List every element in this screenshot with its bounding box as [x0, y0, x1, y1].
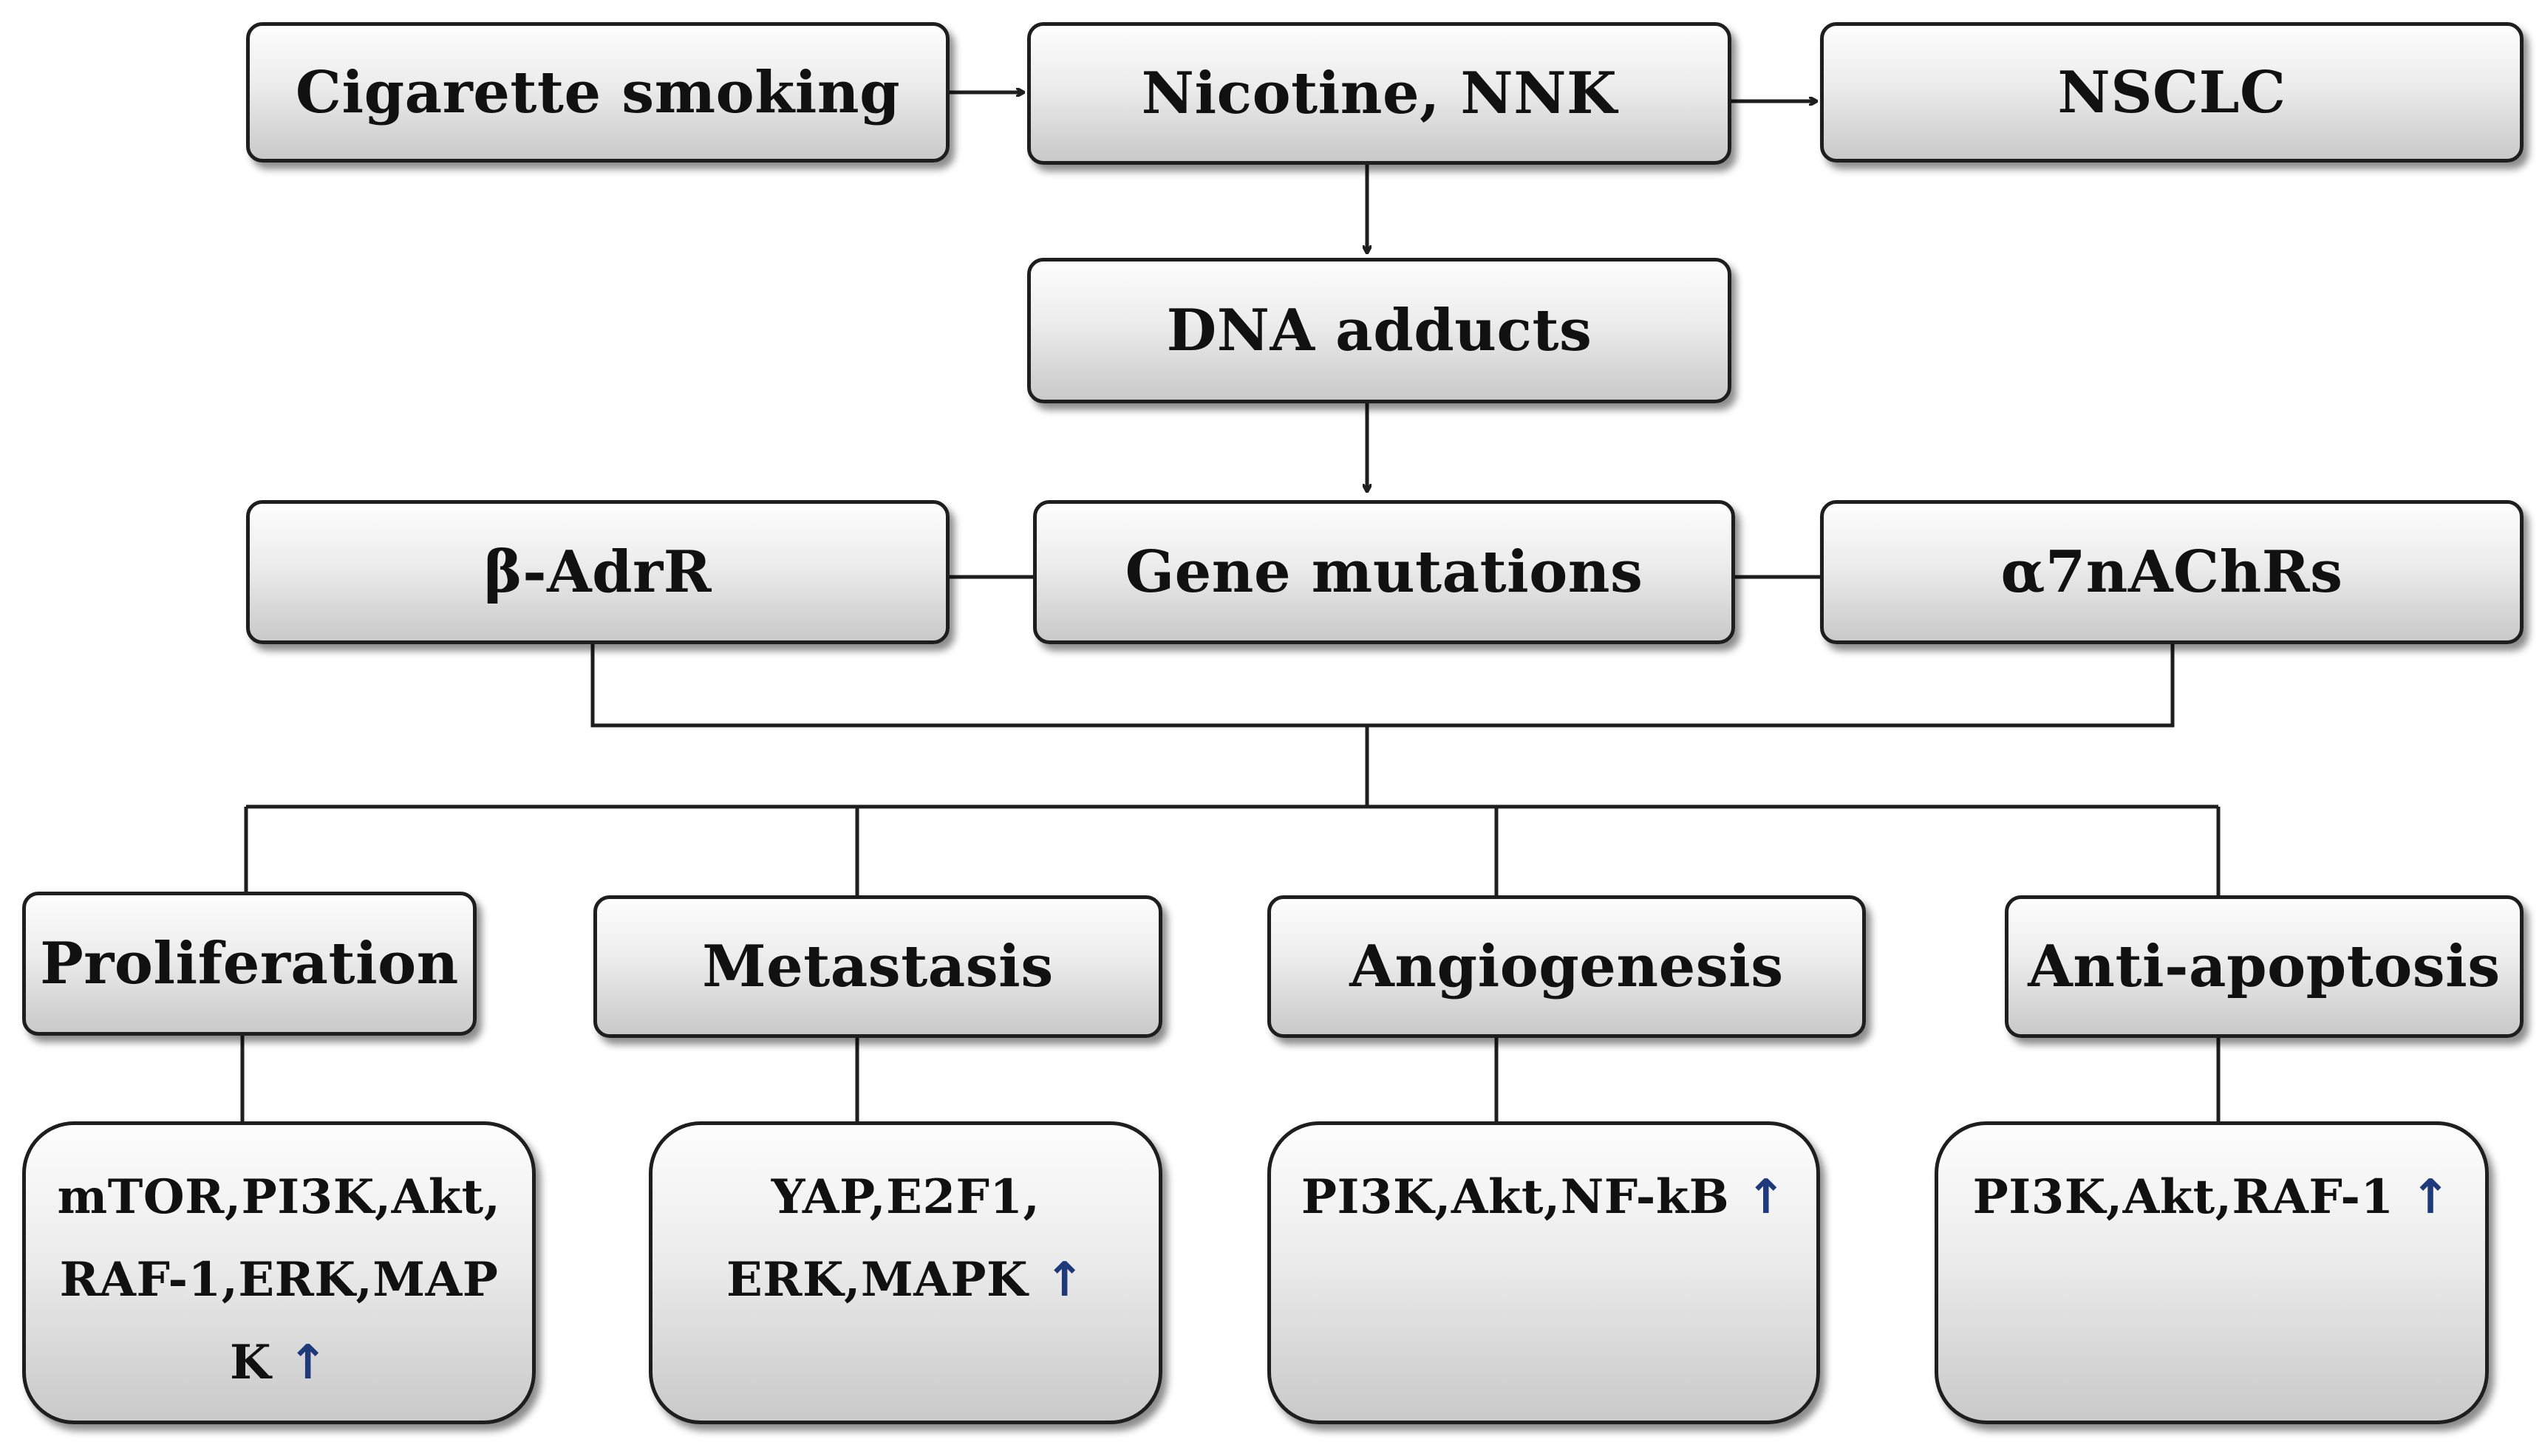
up-arrow-icon: ↑	[1746, 1170, 1787, 1225]
beta-adrr-node: β-AdrR	[246, 500, 950, 644]
angiogenesis-markers-box: PI3K,Akt,NF-kB ↑	[1267, 1121, 1820, 1424]
metastasis-markers-text: YAP,E2F1, ERK,MAPK	[726, 1169, 1040, 1308]
anti-apoptosis-node: Anti-apoptosis	[2005, 895, 2524, 1038]
proliferation-node: Proliferation	[22, 892, 477, 1036]
alpha7-nachrs-node: α7nAChRs	[1820, 500, 2524, 644]
angiogenesis-node: Angiogenesis	[1267, 895, 1866, 1038]
cigarette-smoking-node: Cigarette smoking	[246, 22, 950, 163]
anti-apoptosis-markers-box: PI3K,Akt,RAF-1 ↑	[1935, 1121, 2489, 1424]
nicotine-nnk-node: Nicotine, NNK	[1027, 22, 1731, 165]
up-arrow-icon: ↑	[1044, 1253, 1086, 1308]
metastasis-node: Metastasis	[593, 895, 1162, 1038]
dna-adducts-node: DNA adducts	[1027, 258, 1731, 403]
anti-apoptosis-markers-text: PI3K,Akt,RAF-1	[1972, 1169, 2394, 1225]
gene-mutations-node: Gene mutations	[1033, 500, 1735, 644]
angiogenesis-markers-text: PI3K,Akt,NF-kB	[1301, 1169, 1730, 1225]
up-arrow-icon: ↑	[287, 1336, 329, 1390]
proliferation-markers-box: mTOR,PI3K,Akt,RAF-1,ERK,MAPK ↑	[22, 1121, 536, 1424]
up-arrow-icon: ↑	[2410, 1170, 2451, 1225]
nsclc-node: NSCLC	[1820, 22, 2524, 163]
proliferation-markers-text: mTOR,PI3K,Akt,RAF-1,ERK,MAPK	[57, 1169, 501, 1390]
metastasis-markers-box: YAP,E2F1, ERK,MAPK ↑	[649, 1121, 1162, 1424]
receptor-bracket	[590, 644, 2175, 728]
